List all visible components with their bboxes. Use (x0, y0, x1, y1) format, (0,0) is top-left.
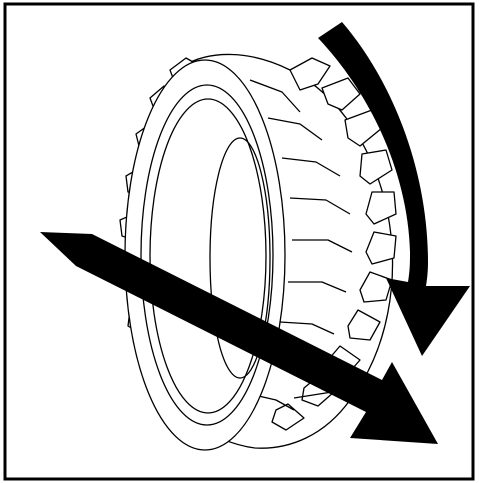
sidewall-outer (125, 60, 285, 450)
